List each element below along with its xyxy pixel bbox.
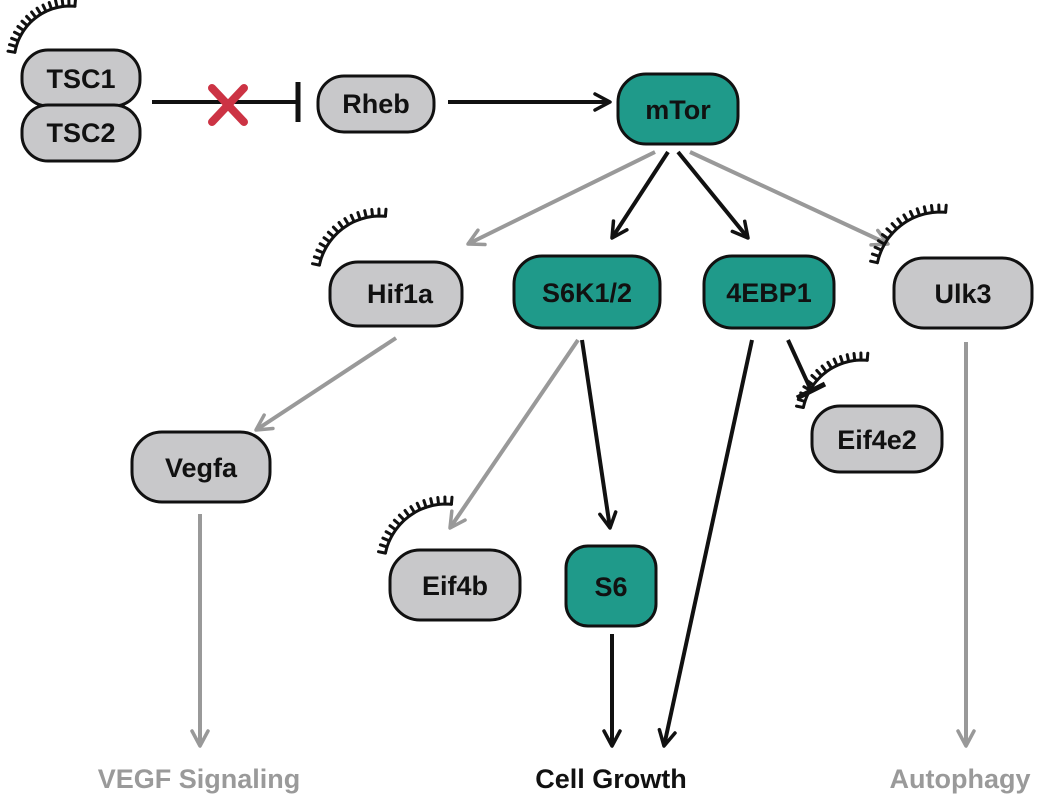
edge-4ebp1-growth [657, 339, 754, 748]
edge-s6k-eif4b [448, 338, 580, 530]
ulk3-label: Ulk3 [934, 279, 991, 309]
s6-label: S6 [594, 572, 627, 602]
mtor-label: mTor [645, 95, 711, 125]
node-s6: S6 [564, 544, 658, 628]
node-4ebp1: 4EBP1 [702, 254, 836, 330]
node-tsc2: TSC2 [20, 103, 142, 163]
outcome-vegf-signaling: VEGF Signaling [98, 764, 301, 794]
edge-hif1a-vegfa [254, 336, 398, 432]
node-mtor: mTor [616, 72, 740, 146]
outcome-autophagy: Autophagy [890, 764, 1031, 794]
rheb-label: Rheb [342, 89, 410, 119]
edge-4ebp1-inhibits-eif4e2 [786, 339, 812, 389]
node-vegfa: Vegfa [130, 430, 272, 504]
squiggle-hif1a [311, 207, 388, 267]
node-tsc1: TSC1 [20, 48, 142, 108]
squiggle-eif4b [377, 495, 454, 555]
blocked-x-icon [208, 84, 248, 126]
squiggle-marks [6, 0, 948, 555]
node-rheb: Rheb [316, 74, 436, 134]
hif1a-label: Hif1a [367, 279, 434, 309]
eif4e2-label: Eif4e2 [837, 425, 917, 455]
edge-mtor-hif1a [466, 150, 656, 247]
vegfa-label: Vegfa [165, 453, 238, 483]
eif4b-label: Eif4b [422, 571, 488, 601]
tsc1-label: TSC1 [46, 64, 115, 94]
node-hif1a: Hif1a [328, 260, 464, 328]
node-eif4b: Eif4b [388, 548, 522, 622]
node-ulk3: Ulk3 [892, 256, 1034, 330]
edge-mtor-s6k [610, 150, 670, 240]
outcome-cell-growth: Cell Growth [535, 764, 687, 794]
s6k-label: S6K1/2 [542, 278, 632, 308]
tsc2-label: TSC2 [46, 118, 115, 148]
edge-mtor-ulk3 [689, 150, 890, 247]
squiggle-tsc1 [6, 0, 77, 54]
node-eif4e2: Eif4e2 [810, 404, 944, 474]
edge-mtor-4ebp1 [676, 150, 750, 240]
squiggle-eif4e2 [795, 351, 870, 409]
4ebp1-label: 4EBP1 [726, 278, 812, 308]
edge-s6k-s6 [580, 339, 618, 530]
squiggle-ulk3 [869, 203, 948, 265]
node-s6k: S6K1/2 [512, 254, 662, 330]
